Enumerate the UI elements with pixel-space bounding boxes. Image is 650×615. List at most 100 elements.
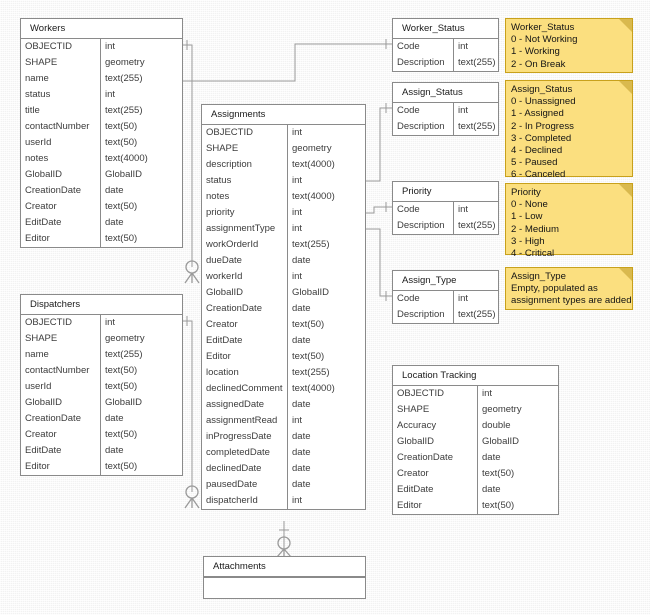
note-line: 3 - Completed (511, 132, 572, 144)
note-line: 2 - Medium (511, 223, 559, 235)
field-type: text(4000) (287, 381, 365, 397)
field-type: text(4000) (287, 189, 365, 205)
entity-table-attachments[interactable]: Attachments (203, 556, 366, 599)
table-title-dispatchers: Dispatchers (21, 295, 182, 315)
field-name: OBJECTID (206, 127, 253, 138)
field-name: Description (397, 121, 445, 132)
field-type: int (100, 39, 182, 55)
field-type: text(255) (453, 218, 498, 234)
field-type: text(50) (100, 119, 182, 135)
note-line: 1 - Low (511, 211, 543, 223)
field-name: Creator (25, 201, 57, 212)
field-type: geometry (287, 141, 365, 157)
field-type: date (287, 333, 365, 349)
field-type: text(50) (100, 231, 182, 247)
field-type: int (453, 103, 498, 119)
field-type: text(255) (100, 347, 182, 363)
crowfoot-circle-workers (185, 260, 199, 274)
note-line: 0 - None (511, 199, 548, 211)
field-name: CreationDate (206, 303, 262, 314)
field-row[interactable]: Code int (393, 103, 498, 119)
field-name: Code (397, 105, 420, 116)
field-name: SHAPE (25, 333, 58, 344)
